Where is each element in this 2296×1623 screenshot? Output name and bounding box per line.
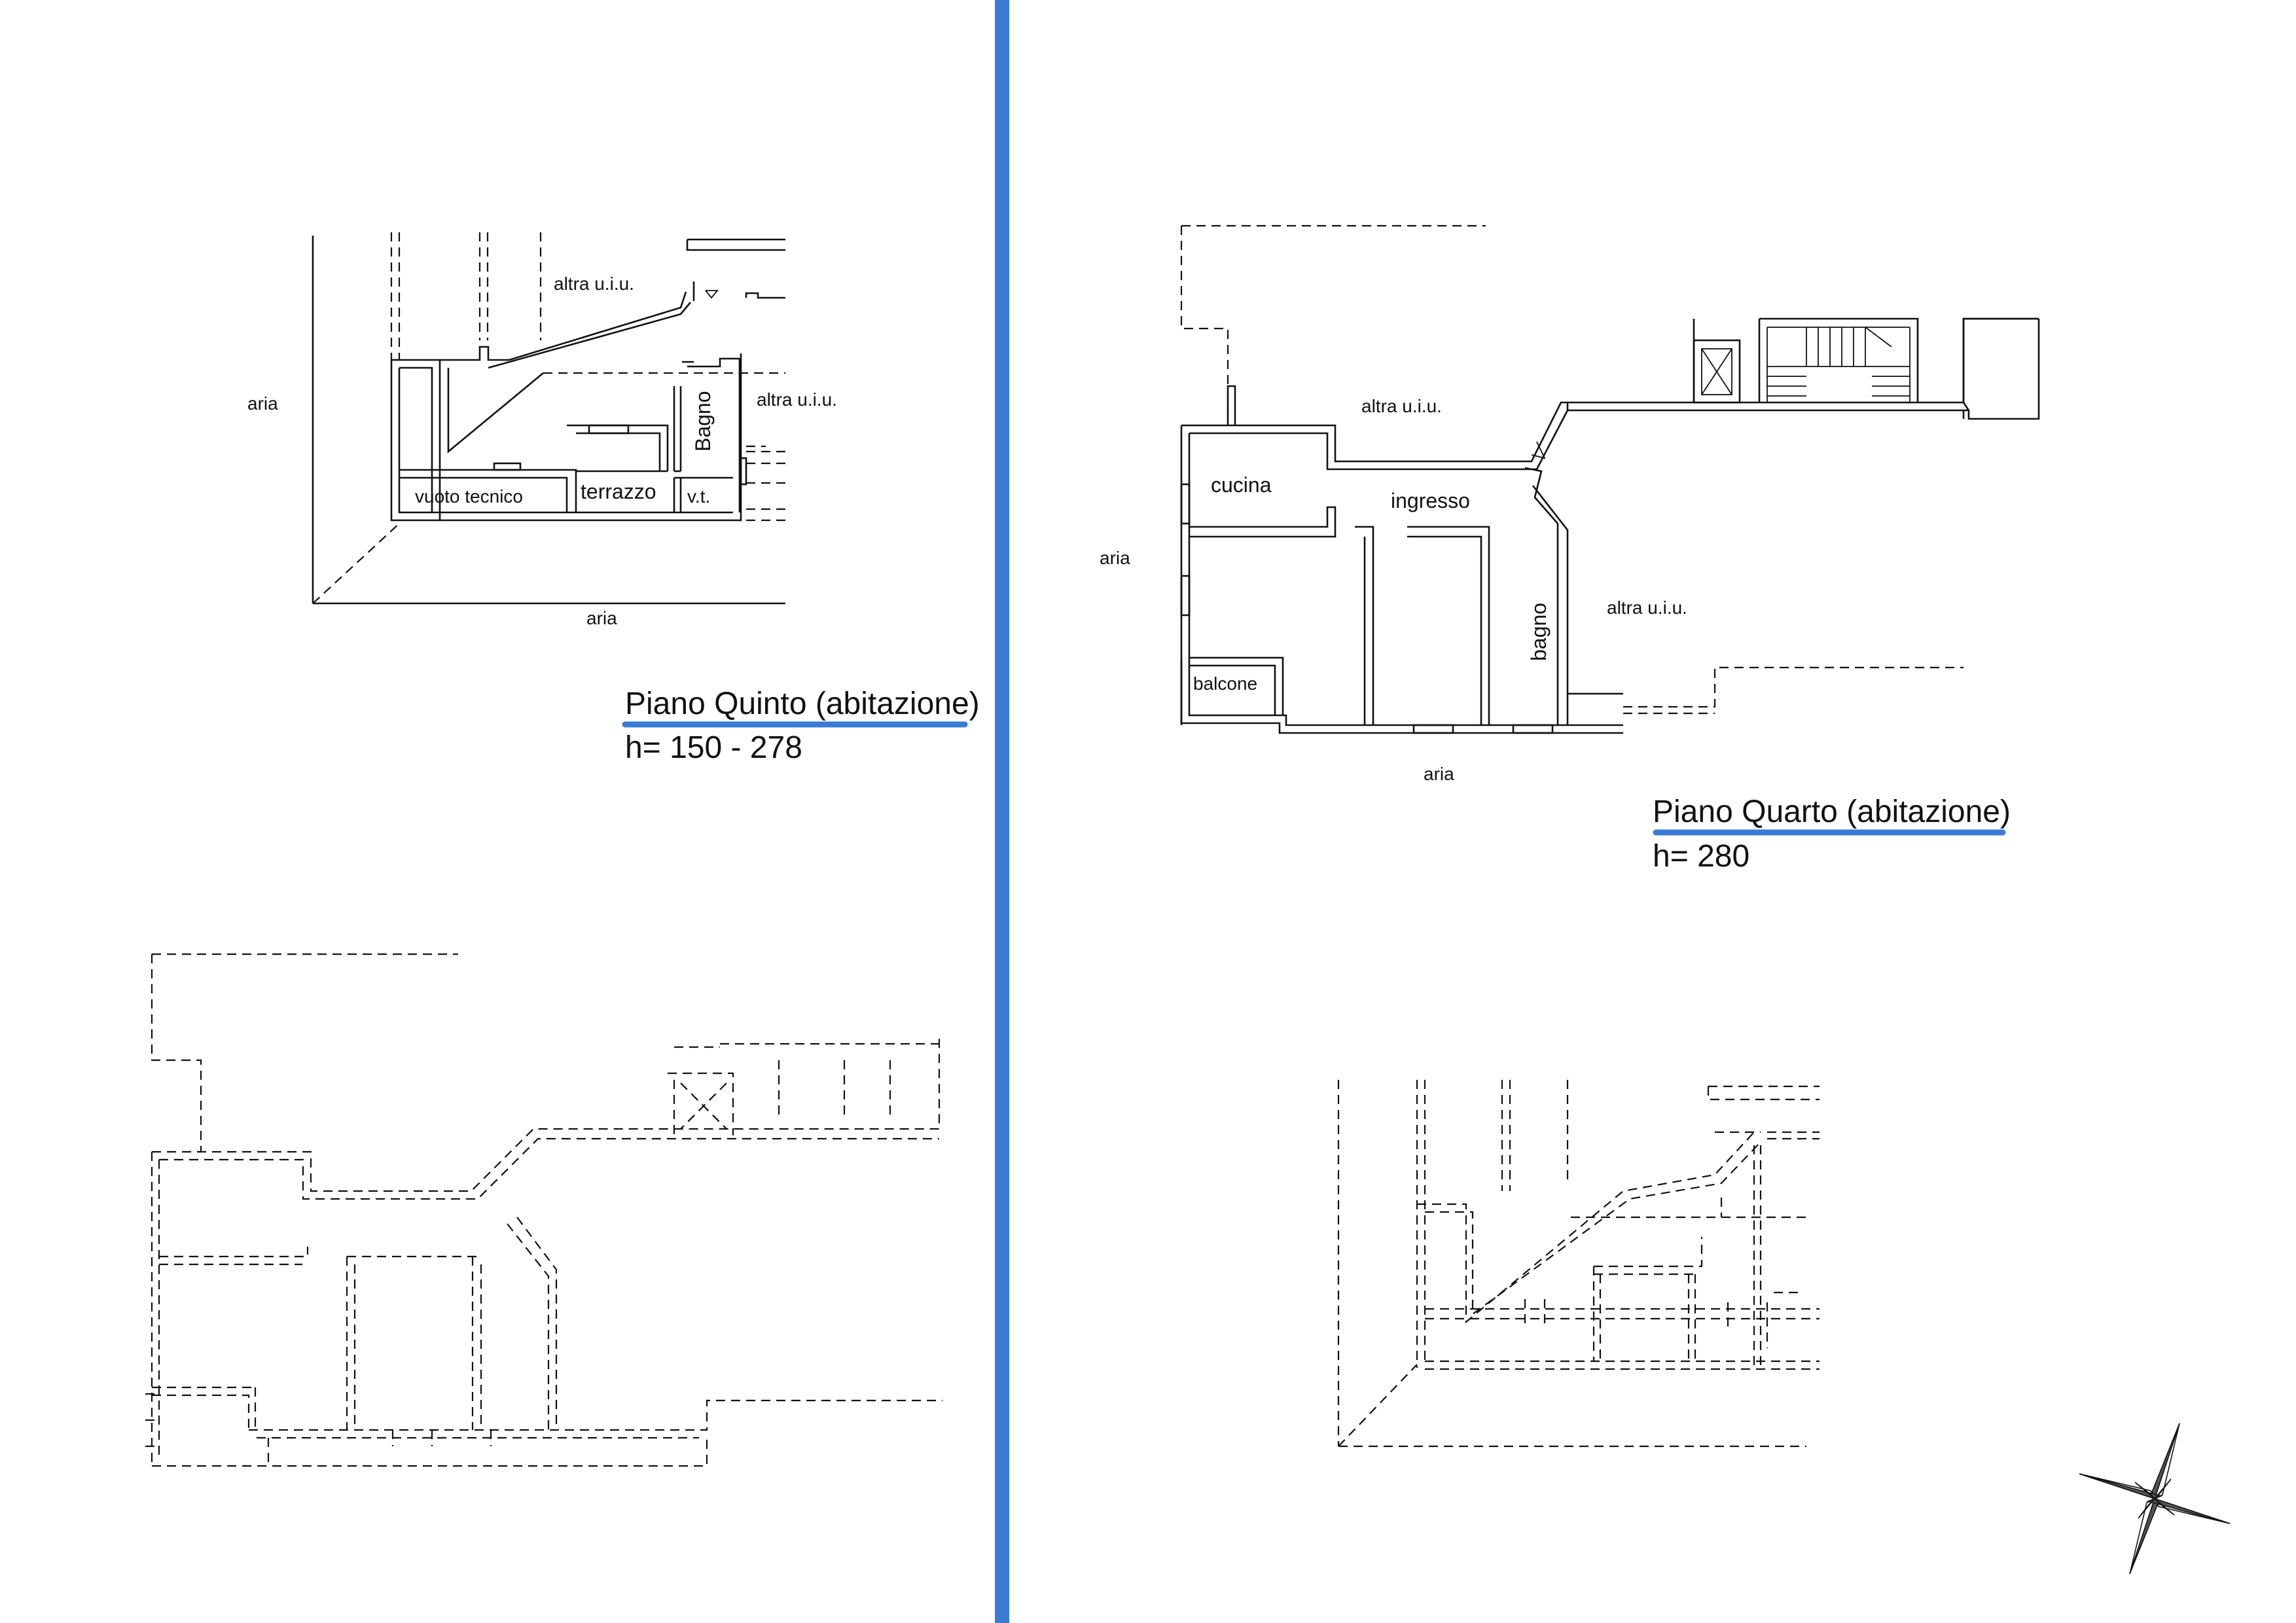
staircase-icon: [1759, 317, 1919, 402]
quarto-label-cucina: cucina: [1211, 473, 1272, 497]
quarto-label-bagno: bagno: [1527, 603, 1551, 661]
ghost-plan-quarto: [145, 953, 942, 1467]
lift-shaft-icon: [1693, 339, 1741, 404]
piano-quinto-plan: altra u.i.u. altra u.i.u. aria aria Bagn…: [247, 232, 980, 765]
quinto-label-altra-uiu-right: altra u.i.u.: [757, 389, 837, 410]
quinto-height: h= 150 - 278: [625, 730, 802, 765]
quarto-height: h= 280: [1653, 839, 1749, 874]
quarto-label-aria-left: aria: [1100, 548, 1130, 568]
quinto-label-aria-left: aria: [247, 393, 278, 414]
perspective-dash: [312, 523, 400, 604]
quarto-label-balcone: balcone: [1193, 673, 1257, 694]
quinto-title: Piano Quinto (abitazione): [625, 687, 980, 721]
quinto-label-vt: v.t.: [687, 486, 710, 507]
quinto-label-altra-uiu-top: altra u.i.u.: [554, 274, 634, 294]
compass-rose-icon: [2079, 1423, 2231, 1575]
quarto-label-ingresso: ingresso: [1391, 489, 1470, 512]
quinto-label-bagno: Bagno: [691, 391, 715, 452]
quarto-label-altra-uiu-right: altra u.i.u.: [1607, 597, 1687, 618]
quarto-title: Piano Quarto (abitazione): [1653, 794, 2011, 829]
quinto-label-terrazzo: terrazzo: [581, 480, 656, 503]
quarto-label-altra-uiu-top: altra u.i.u.: [1361, 396, 1442, 416]
quinto-label-aria-bottom: aria: [586, 608, 617, 628]
piano-quarto-plan: altra u.i.u. altra u.i.u. aria aria cuci…: [1100, 224, 2040, 874]
quinto-label-vuoto-tecnico: vuoto tecnico: [415, 486, 523, 507]
ghost-plan-quinto: [1337, 1080, 1820, 1448]
quarto-label-aria-bottom: aria: [1424, 764, 1454, 784]
